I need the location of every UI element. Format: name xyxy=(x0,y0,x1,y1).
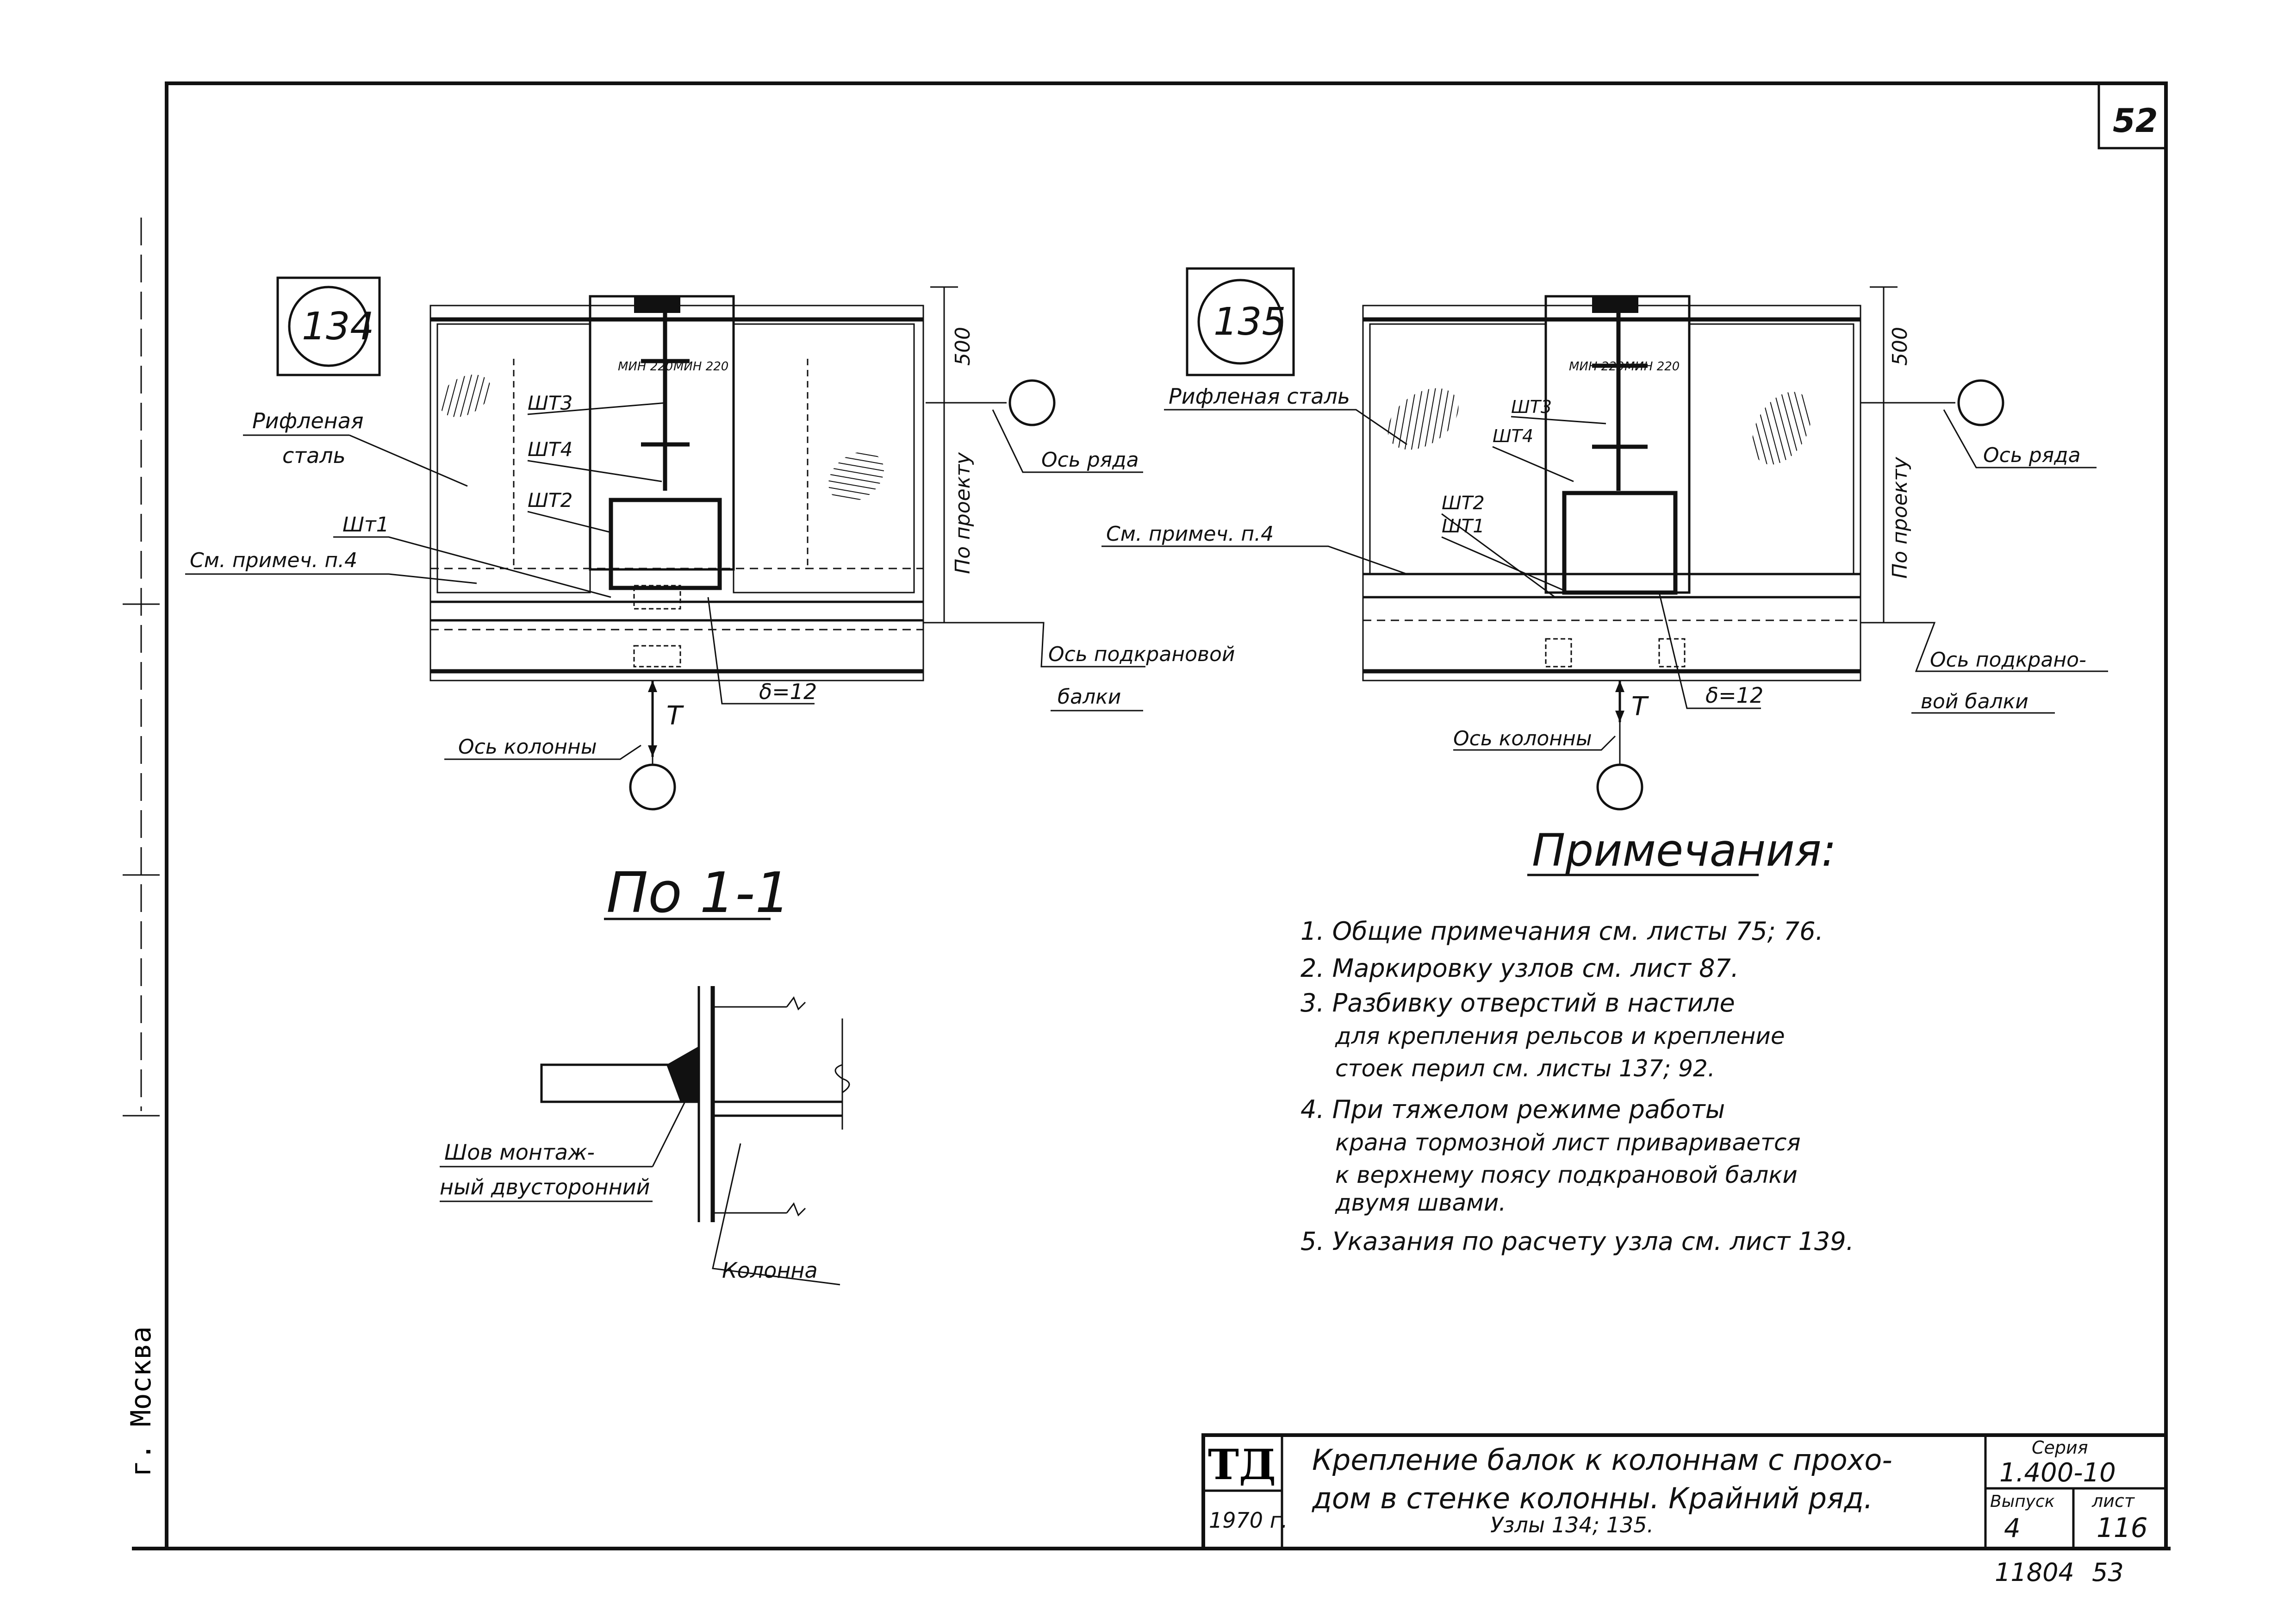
node-135-axis-row-label: Ось ряда xyxy=(1983,443,2081,467)
note-4-line-3: к верхнему поясу подкрановой балки xyxy=(1335,1162,1798,1188)
note-4-line-1: 4. При тяжелом режиме работы xyxy=(1300,1095,1725,1124)
node-134-axis-row-label: Ось ряда xyxy=(1041,448,1139,472)
node-134-per-project: По проекту xyxy=(951,452,975,574)
node-135-corrugated: Рифленая сталь xyxy=(1169,384,1350,409)
archive-number: 11804 xyxy=(1995,1558,2074,1587)
title-line-1: Крепление балок к колоннам с прохо- xyxy=(1312,1443,1892,1477)
node-134-thickness: δ=12 xyxy=(759,679,817,704)
section-weld-label-1: Шов монтаж- xyxy=(444,1140,595,1165)
node-134-corrugated-2: сталь xyxy=(282,443,346,468)
node-135-circle xyxy=(1197,279,1283,365)
node-135-crane-beam-2: вой балки xyxy=(1921,690,2028,713)
archive-suffix: 53 xyxy=(2092,1558,2124,1587)
node-134-t-mark: T xyxy=(666,701,684,731)
title-line-2: дом в стенке колонны. Крайний ряд. xyxy=(1312,1481,1873,1515)
node-135-per-project: По проекту xyxy=(1888,456,1912,579)
node-135-t-mark: T xyxy=(1631,692,1649,722)
node-135-weld-3: ШТ3 xyxy=(1511,397,1552,417)
title-logo: ТД xyxy=(1208,1440,1276,1489)
note-5: 5. Указания по расчету узла см. лист 139… xyxy=(1300,1227,1854,1256)
series-value: 1.400-10 xyxy=(1999,1458,2116,1488)
node-135-weld-4: ШТ4 xyxy=(1493,426,1533,446)
note-2: 2. Маркировку узлов см. лист 87. xyxy=(1300,954,1739,983)
node-135-frame xyxy=(1186,267,1295,376)
note-4-line-4: двумя швами. xyxy=(1335,1189,1506,1216)
node-134-dim-500: 500 xyxy=(951,327,975,366)
node-135-see-note: См. примеч. п.4 xyxy=(1106,522,1274,546)
note-4-line-2: крана тормозной лист приваривается xyxy=(1335,1129,1801,1156)
node-134-corrugated-1: Рифленая xyxy=(252,408,364,433)
node-135-axis-row-circle xyxy=(1957,379,2004,426)
note-1: 1. Общие примечания см. листы 75; 76. xyxy=(1300,917,1823,946)
note-3-line-2: для крепления рельсов и крепление xyxy=(1335,1023,1785,1049)
node-135-axis-column-label: Ось колонны xyxy=(1453,727,1592,750)
node-135-weld-2: ШТ2 xyxy=(1442,493,1485,514)
sheet-value: 116 xyxy=(2097,1512,2148,1543)
node-135-axis-column-circle xyxy=(1596,763,1643,811)
city-stamp: г. Москва xyxy=(125,1326,157,1477)
node-134-min-b: МИН 220 xyxy=(673,360,728,374)
node-134-axis-row-circle xyxy=(1008,379,1056,426)
node-135-min-b: МИН 220 xyxy=(1624,360,1680,374)
node-134-weld-4: ШТ4 xyxy=(528,438,572,461)
node-134-min-a: МИН 220 xyxy=(618,360,673,374)
node-134-crane-beam-1: Ось подкрановой xyxy=(1048,643,1235,666)
node-135-dim-500: 500 xyxy=(1888,327,1912,366)
title-line-3: Узлы 134; 135. xyxy=(1490,1512,1654,1537)
node-134-id: 134 xyxy=(302,305,374,349)
note-3-line-1: 3. Разбивку отверстий в настиле xyxy=(1300,988,1735,1018)
page-number: 52 xyxy=(2113,102,2158,140)
node-134-see-note: См. примеч. п.4 xyxy=(190,549,357,572)
section-title: По 1-1 xyxy=(606,861,790,925)
node-135-weld-1: ШТ1 xyxy=(1442,516,1485,537)
node-135-id: 135 xyxy=(1213,300,1286,344)
title-block: ТД 1970 г. Крепление балок к колоннам с … xyxy=(1201,1433,2168,1587)
notes-title: Примечания: xyxy=(1532,824,1836,876)
section-column-label: Колонна xyxy=(722,1258,818,1283)
issue-label: Выпуск xyxy=(1990,1492,2055,1511)
issue-value: 4 xyxy=(2004,1513,2021,1543)
node-134-weld-1: Шт1 xyxy=(342,513,389,537)
notes: Примечания: 1. Общие примечания см. лист… xyxy=(1300,824,1854,1256)
node-135-thickness: δ=12 xyxy=(1705,683,1763,708)
sheet-frame: 52 г. Москва xyxy=(123,81,2171,1550)
node-134: 134 500 По проекту xyxy=(185,276,1235,811)
node-135: 135 500 По проекту Ось ряда Ось подкрано… xyxy=(1101,267,2108,811)
section-weld-label-2: ный двусторонний xyxy=(440,1174,650,1199)
node-134-axis-column-circle xyxy=(629,763,676,811)
title-year: 1970 г. xyxy=(1209,1508,1288,1533)
node-134-frame xyxy=(276,276,381,376)
node-135-crane-beam-1: Ось подкрано- xyxy=(1930,648,2086,672)
node-135-min-a: МИН 220 xyxy=(1569,360,1624,374)
node-134-weld-2: ШТ2 xyxy=(528,489,572,512)
node-134-circle xyxy=(288,286,369,367)
node-134-axis-column-label: Ось колонны xyxy=(458,735,597,759)
node-134-crane-beam-2: балки xyxy=(1058,685,1121,709)
series-label: Серия xyxy=(2032,1437,2088,1458)
sheet-label: лист xyxy=(2091,1491,2135,1511)
note-3-line-3: стоек перил см. листы 137; 92. xyxy=(1335,1055,1715,1082)
section-1-1: По 1-1 Шов монтаж- ный двусторонний Коло… xyxy=(440,861,850,1286)
